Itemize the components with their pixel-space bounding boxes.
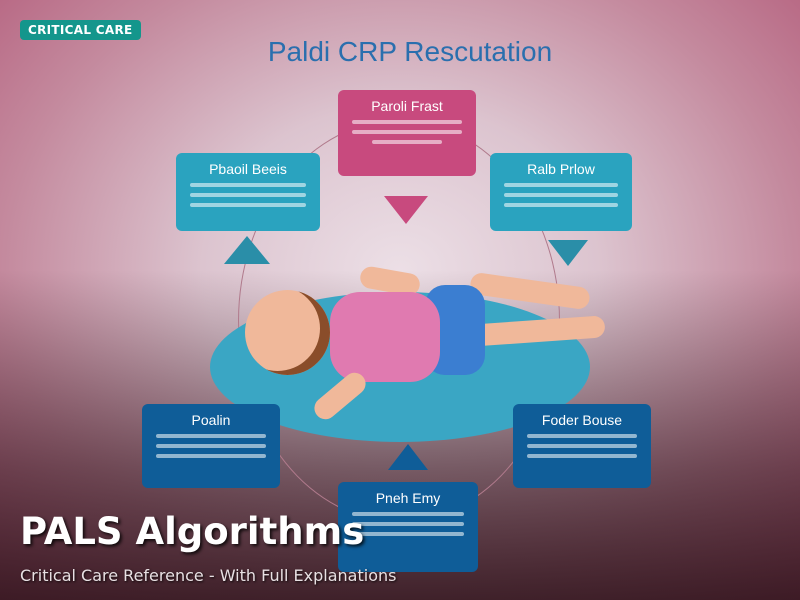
step-label: Paroli Frast xyxy=(371,98,443,114)
step-label: Foder Bouse xyxy=(541,412,623,428)
step-label: Pneh Emy xyxy=(375,490,441,506)
arrow-up-icon xyxy=(388,444,428,470)
arrow-down-icon xyxy=(548,240,588,266)
step-box: Paroli Frast xyxy=(338,90,476,176)
step-box: Pbaoil Beeis xyxy=(176,153,320,231)
page-subtitle: Critical Care Reference - With Full Expl… xyxy=(20,566,397,585)
page-title: PALS Algorithms xyxy=(20,510,365,553)
step-box: Pneh Emy xyxy=(338,482,478,572)
illustration-heading: Paldi CRP Rescutation xyxy=(267,36,553,67)
step-label: Pbaoil Beeis xyxy=(209,161,287,177)
arrow-up-icon xyxy=(224,236,270,264)
step-box: Foder Bouse xyxy=(513,404,651,488)
step-box: Ralb Prlow xyxy=(490,153,632,231)
step-label: Poalin xyxy=(191,412,231,428)
child-head xyxy=(245,290,330,375)
arrow-down-icon xyxy=(384,196,428,224)
step-label: Ralb Prlow xyxy=(527,161,595,177)
category-badge: CRITICAL CARE xyxy=(20,20,141,40)
child-body xyxy=(330,292,440,382)
step-box: Poalin xyxy=(142,404,280,488)
